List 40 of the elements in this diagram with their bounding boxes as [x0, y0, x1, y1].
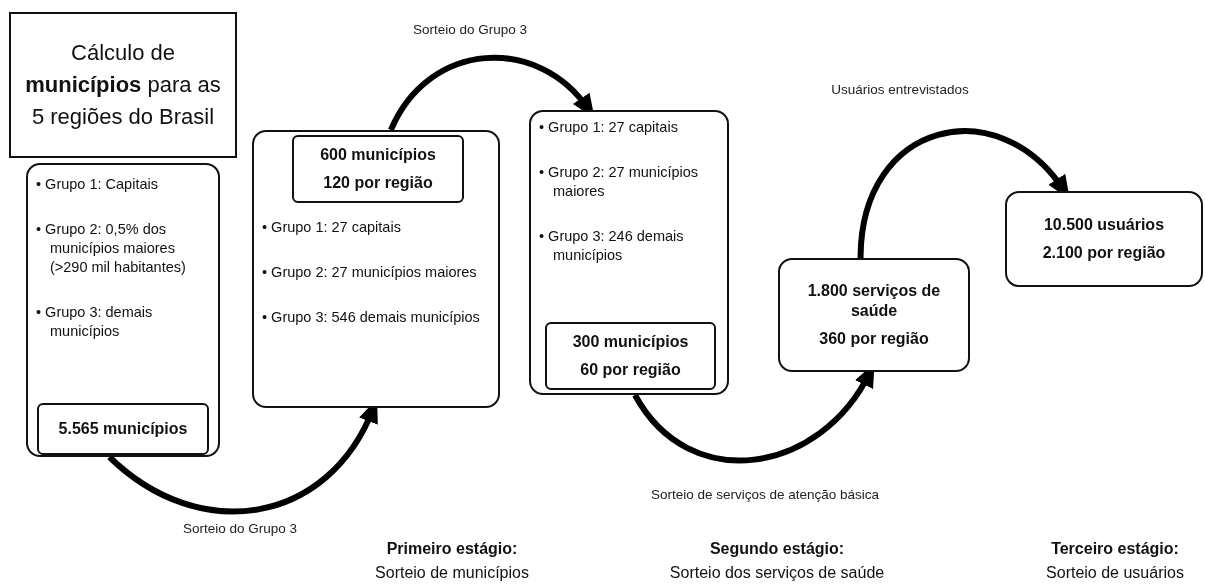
bullet-item: • Grupo 1: 27 capitais	[539, 118, 679, 137]
count-text: 10.500 usuários	[1043, 215, 1165, 235]
group-list-box	[26, 163, 220, 457]
count-box	[292, 135, 464, 203]
bullet-item: • Grupo 3: demais municípios	[36, 303, 154, 341]
group-list-box	[529, 110, 729, 395]
stage-description: Sorteio de municípios	[375, 564, 529, 582]
bullet-item: • Grupo 2: 0,5% dos municípios maiores (>290 mil habitantes)	[36, 220, 187, 277]
bullet-item: • Grupo 1: Capitais	[36, 175, 159, 194]
edge-label: Sorteio de serviços de atenção básica	[648, 487, 882, 502]
bullet-item: • Grupo 3: 246 demais municípios	[539, 227, 685, 265]
count-text: 5.565 municípios	[58, 419, 188, 439]
title-box	[9, 12, 237, 158]
count-text: 1.800 serviços de saúde	[806, 281, 942, 321]
count-text: 60 por região	[580, 360, 681, 380]
stage-heading: Terceiro estágio:	[1051, 540, 1179, 558]
bullet-item: • Grupo 3: 546 demais municípios	[262, 308, 481, 327]
count-text: 120 por região	[323, 173, 433, 193]
edge-label: Usuários entrevistados	[829, 82, 971, 97]
stage-description: Sorteio de usuários	[1046, 564, 1184, 582]
curved-arrow	[857, 128, 1071, 259]
title-text: Cálculo de municípios para as 5 regiões do Brasil	[24, 39, 222, 131]
count-text: 360 por região	[819, 329, 929, 349]
result-box	[1005, 191, 1203, 287]
count-box	[37, 403, 209, 455]
stage-description: Sorteio dos serviços de saúde	[669, 564, 885, 582]
bullet-item: • Grupo 2: 27 municípios maiores	[262, 263, 478, 282]
stage-heading: Segundo estágio:	[709, 540, 845, 558]
edge-label: Sorteio do Grupo 3	[180, 521, 300, 536]
result-box	[778, 258, 970, 372]
bullet-item: • Grupo 1: 27 capitais	[262, 218, 402, 237]
count-box	[545, 322, 716, 390]
bullet-item: • Grupo 2: 27 municípios maiores	[539, 163, 700, 201]
count-text: 300 municípios	[572, 332, 689, 352]
count-text: 600 municípios	[320, 145, 436, 165]
edge-label: Sorteio do Grupo 3	[410, 22, 530, 37]
group-list-box	[252, 130, 500, 408]
curved-arrow	[388, 55, 596, 132]
stage-heading: Primeiro estágio:	[386, 540, 518, 558]
count-text: 2.100 por região	[1042, 243, 1166, 263]
